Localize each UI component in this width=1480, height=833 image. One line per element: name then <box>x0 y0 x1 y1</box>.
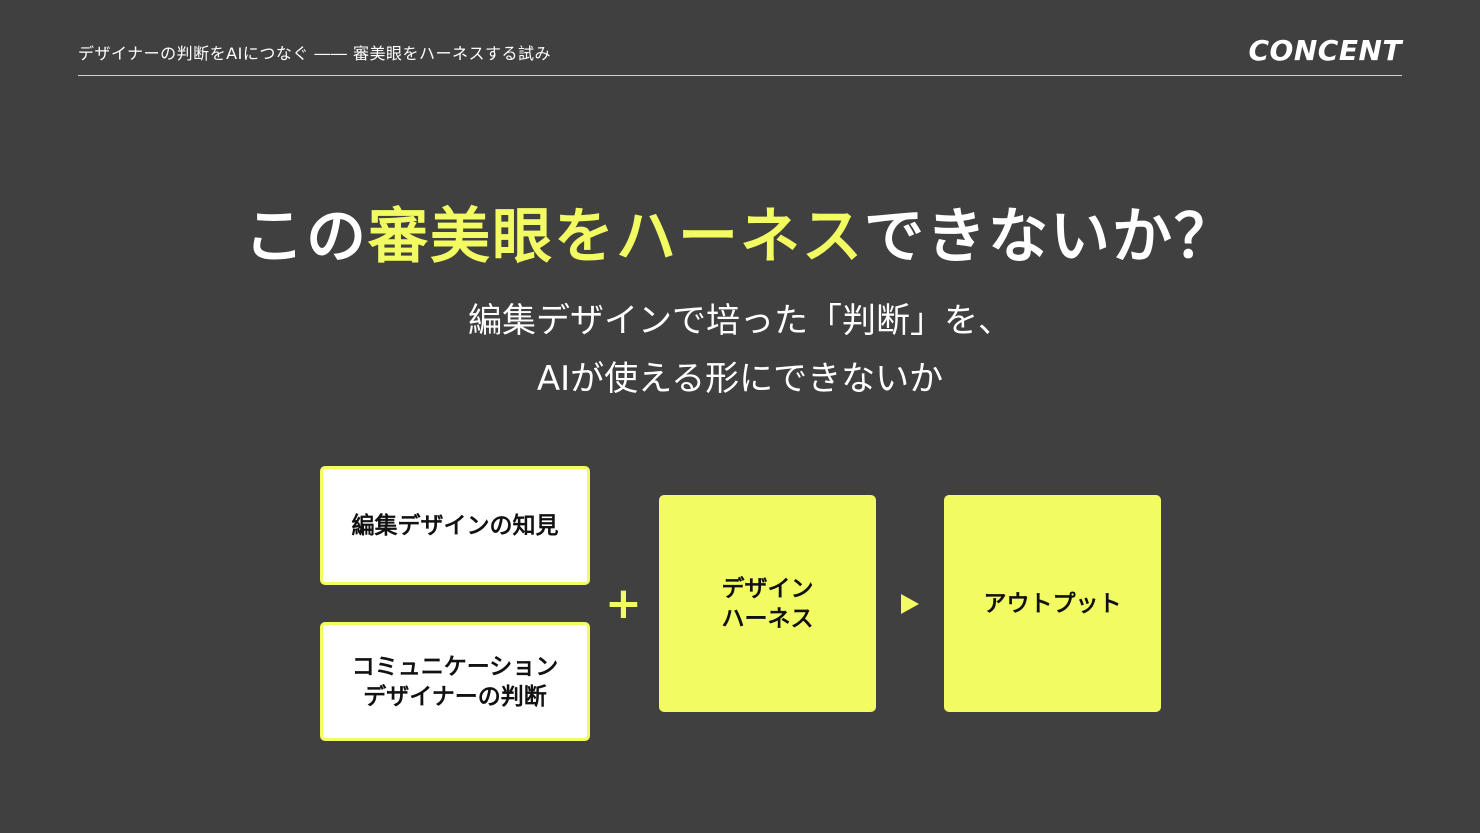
input-box-label: 編集デザインの知見 <box>351 512 559 539</box>
subtitle: 編集デザインで培った「判断」を、 AIが使える形にできないか <box>0 292 1480 408</box>
output-box: アウトプット <box>944 495 1161 712</box>
header-divider <box>78 75 1402 76</box>
input-box-label-line2: デザイナーの判断 <box>363 683 547 710</box>
input-box-label-line1: コミュニケーション <box>351 653 559 680</box>
input-box-editorial-knowledge: 編集デザインの知見 <box>320 466 590 585</box>
subtitle-line2: AIが使える形にできないか <box>536 359 944 399</box>
input-box-designer-judgment: コミュニケーション デザイナーの判断 <box>320 622 590 741</box>
harness-label-line1: デザイン <box>721 575 814 602</box>
headline: この審美眼をハーネスできないか？ <box>0 188 1480 275</box>
plus-icon: + <box>605 578 642 629</box>
harness-label-line2: ハーネス <box>721 605 814 632</box>
concent-logo: CONCENT <box>1248 34 1402 67</box>
headline-part2: できないか？ <box>864 202 1236 272</box>
output-label: アウトプット <box>983 590 1122 617</box>
headline-highlight: 審美眼をハーネス <box>368 202 864 272</box>
headline-part1: この <box>244 202 368 272</box>
running-title: デザイナーの判断をAIにつなぐ ―― 審美眼をハーネスする試み <box>78 44 552 63</box>
arrow-right-icon <box>901 594 919 614</box>
design-harness-box: デザイン ハーネス <box>659 495 876 712</box>
subtitle-line1: 編集デザインで培った「判断」を、 <box>468 301 1012 341</box>
